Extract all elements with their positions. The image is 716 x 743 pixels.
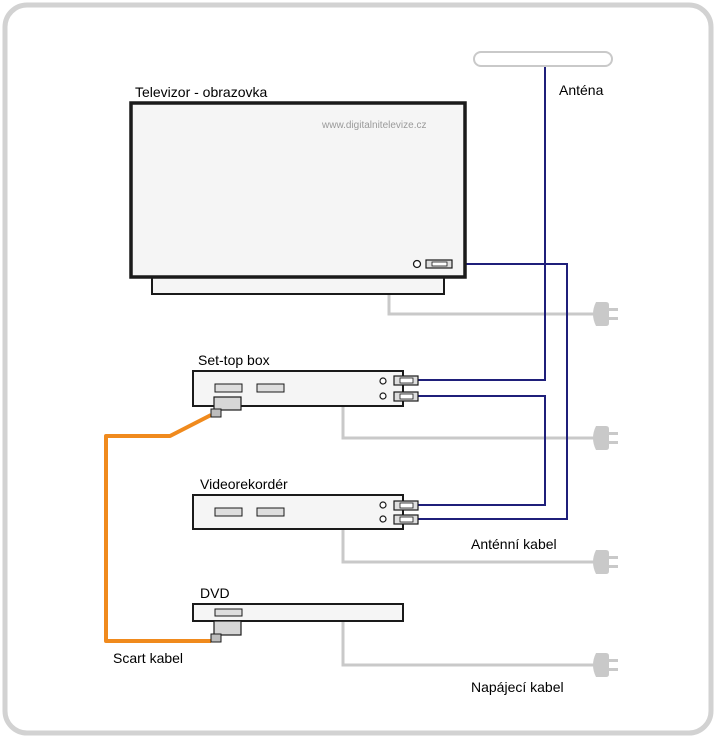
dvd-box bbox=[192, 603, 404, 622]
tv-label: Televizor - obrazovka bbox=[135, 84, 268, 100]
connector-icon bbox=[379, 501, 387, 509]
antenna-socket-icon bbox=[393, 375, 419, 386]
scart-socket-icon bbox=[256, 507, 285, 517]
antenna-cables bbox=[418, 66, 568, 520]
antenna-socket-icon bbox=[393, 514, 419, 525]
connector-icon bbox=[379, 377, 387, 385]
scart-socket-icon bbox=[256, 383, 285, 393]
tv-connector-icon bbox=[412, 259, 422, 269]
antenna-cable-settop-to-vcr bbox=[418, 395, 546, 506]
antenna-socket-icon bbox=[393, 500, 419, 511]
tv-antenna-socket-icon bbox=[425, 259, 453, 269]
antenna-cable-label: Anténní kabel bbox=[471, 536, 557, 552]
scart-socket-icon bbox=[214, 608, 243, 617]
scart-socket-icon bbox=[214, 507, 243, 517]
connector-icon bbox=[379, 392, 387, 400]
power-cable-vcr bbox=[341, 515, 596, 564]
antenna-cable-to-settop bbox=[418, 66, 546, 381]
scart-plug-icon bbox=[210, 620, 242, 643]
connector-icon bbox=[379, 515, 387, 523]
scart-plug-icon bbox=[210, 396, 242, 418]
vcr-label: Videorekordér bbox=[200, 476, 288, 492]
dvd-label: DVD bbox=[200, 585, 230, 601]
settop-label: Set-top box bbox=[198, 352, 270, 368]
scart-cable bbox=[104, 413, 212, 643]
power-plug-icon bbox=[593, 550, 618, 574]
scart-socket-icon bbox=[214, 383, 243, 393]
power-plug-icon bbox=[593, 653, 618, 677]
watermark: www.digitalnitelevize.cz bbox=[322, 120, 427, 131]
power-plug-icon bbox=[593, 302, 618, 326]
tv-screen bbox=[129, 101, 467, 279]
antenna-label: Anténa bbox=[559, 82, 604, 98]
scart-cable-label: Scart kabel bbox=[113, 650, 184, 666]
power-plug-icon bbox=[593, 426, 618, 450]
antenna-socket-icon bbox=[393, 391, 419, 402]
antenna-cable-vcr-to-tv bbox=[418, 263, 568, 520]
power-cable-dvd bbox=[341, 616, 596, 667]
antenna-icon bbox=[473, 51, 613, 67]
power-cable-label: Napájecí kabel bbox=[471, 679, 564, 695]
power-cable-settop bbox=[341, 392, 596, 440]
